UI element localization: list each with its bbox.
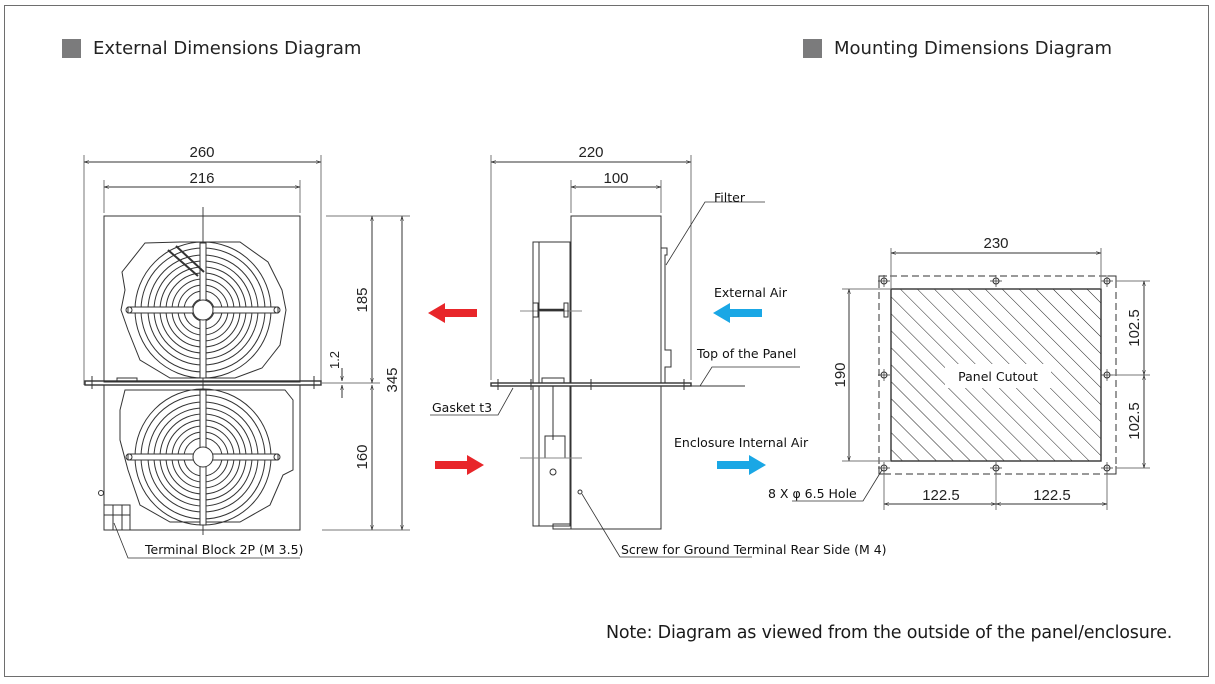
- dim-345: 345: [384, 367, 401, 392]
- viewing-note: Note: Diagram as viewed from the outside…: [606, 623, 1173, 643]
- ground-screw-label: Screw for Ground Terminal Rear Side (M 4…: [621, 542, 887, 557]
- hole-leader: [792, 469, 883, 502]
- heading-bullet-icon: [62, 39, 81, 58]
- mounting-dimensions-title: Mounting Dimensions Diagram: [834, 38, 1113, 59]
- arrow-left-icon: [428, 303, 477, 323]
- arrow-right-icon: [435, 455, 484, 475]
- terminal-block-label: Terminal Block 2P (M 3.5): [144, 542, 303, 557]
- lower-housing: [103, 384, 301, 531]
- upper-housing: [103, 215, 301, 383]
- gasket-label: Gasket t3: [432, 400, 492, 415]
- terminal-block-leader: [113, 522, 300, 559]
- mounting-holes: [878, 275, 1113, 474]
- top-of-panel-label: Top of the Panel: [696, 346, 796, 361]
- dim-216: 216: [189, 170, 214, 187]
- dim-122-5-left: 122.5: [922, 487, 960, 504]
- side-lower-housing: [570, 385, 662, 530]
- enclosure-internal-air-label: Enclosure Internal Air: [674, 435, 809, 450]
- external-air-label: External Air: [714, 285, 788, 300]
- dim-102-5-lower: 102.5: [1126, 402, 1143, 440]
- internal-air-arrow: [717, 455, 766, 475]
- dim-122-5-right: 122.5: [1033, 487, 1071, 504]
- dim-190: 190: [832, 362, 849, 387]
- side-view: [430, 155, 800, 558]
- front-view: [83, 155, 410, 559]
- dim-260: 260: [189, 144, 214, 161]
- dim-100: 100: [603, 170, 628, 187]
- panel-cutout-label: Panel Cutout: [958, 369, 1038, 384]
- mounting-view: [792, 248, 1150, 510]
- heading-bullet-icon: [803, 39, 822, 58]
- arrow-right-icon: [717, 455, 766, 475]
- diagram-frame: [4, 5, 1209, 677]
- lower-fan-guard: [119, 388, 294, 526]
- upper-fan-guard: [120, 241, 287, 379]
- filter-shape: [661, 247, 672, 383]
- exhaust-air-arrow-top: [428, 303, 477, 323]
- top-of-panel-leader: [699, 366, 800, 387]
- mounting-holes-label: 8 X φ 6.5 Hole: [768, 486, 857, 501]
- filter-leader: [665, 201, 765, 266]
- filter-label: Filter: [714, 190, 746, 205]
- ground-screw-leader: [581, 493, 621, 558]
- dim-220: 220: [578, 144, 603, 161]
- intake-air-arrow-bottom: [435, 455, 484, 475]
- dim-160: 160: [354, 444, 371, 469]
- dim-230: 230: [983, 235, 1008, 252]
- external-dimensions-title: External Dimensions Diagram: [93, 38, 362, 59]
- side-upper-housing: [570, 215, 662, 384]
- external-dimensions-heading: External Dimensions Diagram: [62, 38, 361, 59]
- external-air-arrow: [713, 303, 762, 323]
- arrow-left-icon: [713, 303, 762, 323]
- dim-1-2: 1.2: [327, 351, 342, 369]
- dim-185: 185: [354, 287, 371, 312]
- dim-102-5-upper: 102.5: [1126, 309, 1143, 347]
- mounting-dimensions-heading: Mounting Dimensions Diagram: [803, 38, 1112, 59]
- gasket-leader: [430, 387, 514, 416]
